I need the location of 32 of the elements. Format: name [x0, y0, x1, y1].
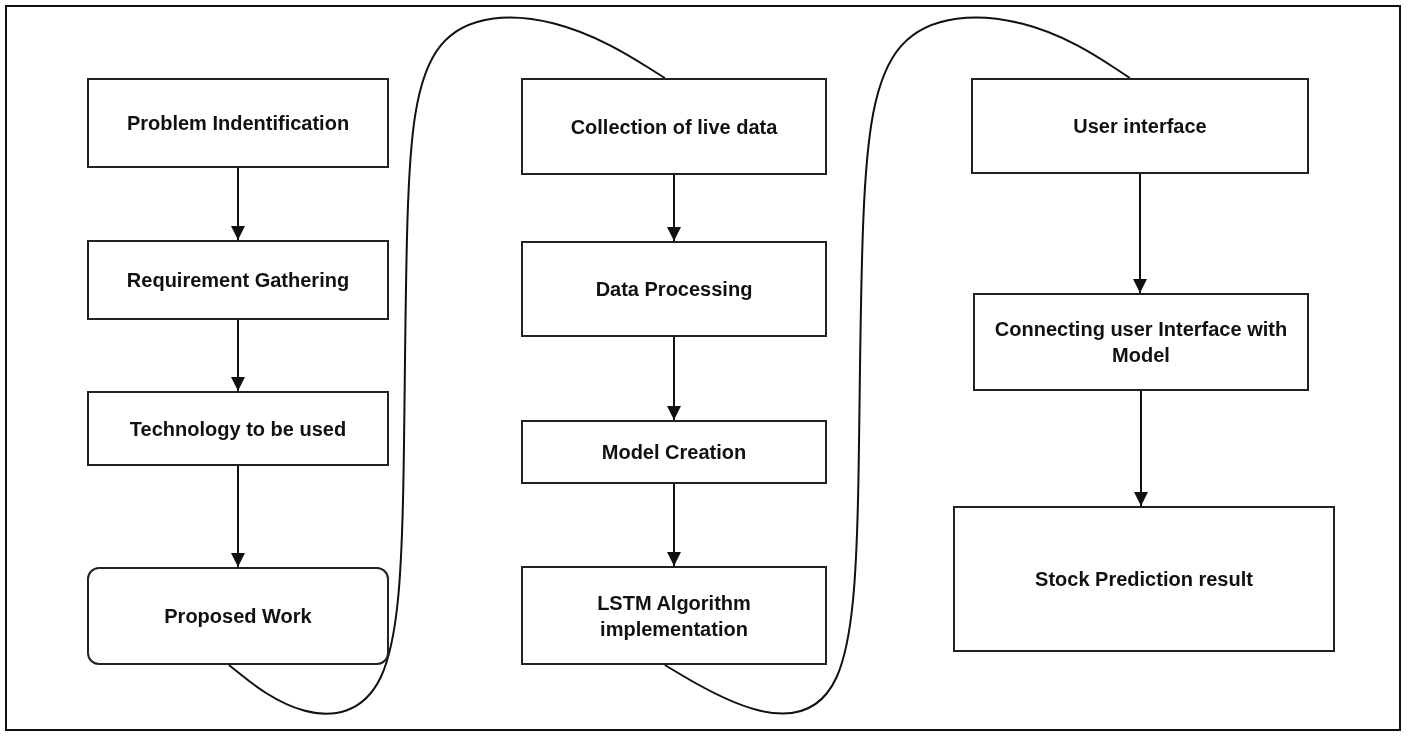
connector-curve [227, 16, 666, 715]
arrow [231, 167, 245, 241]
process-box [521, 566, 827, 665]
arrow [667, 483, 681, 567]
step-label: Requirement Gathering [126, 268, 350, 293]
terminal-box [87, 567, 389, 665]
process-box [87, 240, 389, 320]
step-label: Problem Indentification [126, 111, 350, 136]
step-label: Technology to be used [129, 416, 347, 442]
process-box [521, 420, 827, 484]
process-box [87, 78, 389, 168]
step-label: LSTM Algorithm implementation [596, 590, 752, 642]
process-box [971, 78, 1309, 174]
process-box [953, 506, 1335, 652]
step-label: Connecting user Interface with Model [993, 317, 1289, 368]
step-label: Data Processing [595, 277, 753, 302]
step-label: Proposed Work [164, 604, 312, 629]
arrow [231, 465, 245, 568]
step-label: Model Creation [601, 440, 747, 465]
arrow [231, 319, 245, 392]
step-label: Stock Prediction result [1035, 567, 1253, 592]
arrow [1133, 173, 1147, 294]
connector-curve [663, 16, 1131, 715]
arrow [1134, 390, 1148, 507]
process-box [973, 293, 1309, 391]
process-box [521, 78, 827, 175]
arrow [667, 336, 681, 421]
step-label: Collection of live data [570, 114, 778, 140]
process-box [87, 391, 389, 466]
process-box [521, 241, 827, 337]
step-label: User interface [1073, 114, 1207, 139]
arrow [667, 174, 681, 242]
